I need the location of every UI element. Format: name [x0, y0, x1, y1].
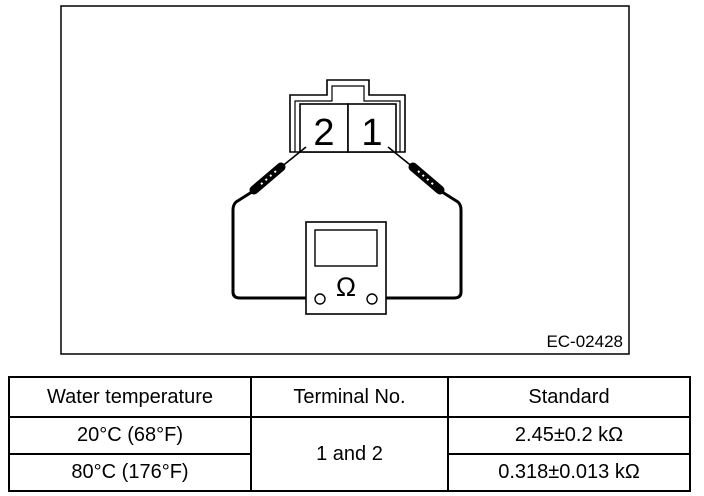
standard-cell: 0.318±0.013 kΩ	[447, 453, 691, 492]
right-probe	[378, 146, 463, 300]
right-test-lead	[378, 188, 463, 300]
left-test-lead	[231, 188, 314, 300]
table-row: 80°C (176°F) 0.318±0.013 kΩ	[8, 453, 691, 492]
ohmmeter	[305, 221, 387, 315]
terminal-1-cavity	[347, 103, 397, 153]
resistance-spec-table: Water temperature Terminal No. Standard …	[8, 376, 691, 492]
wiring-diagram: 2 1 Ω EC-02428	[60, 5, 630, 355]
temperature-cell: 80°C (176°F)	[8, 453, 252, 492]
connector-inner-outline	[294, 85, 401, 152]
left-probe	[231, 146, 314, 300]
connector	[289, 79, 406, 153]
meter-jack-left	[314, 293, 326, 305]
standard-cell: 2.45±0.2 kΩ	[447, 416, 691, 455]
table-row: 20°C (68°F) 1 and 2 2.45±0.2 kΩ	[8, 416, 691, 492]
header-standard: Standard	[447, 376, 691, 418]
terminal-2-label: 2	[313, 112, 334, 154]
terminal-2-cavity	[299, 103, 349, 153]
ohm-symbol: Ω	[336, 272, 356, 302]
temperature-cell: 20°C (68°F)	[8, 416, 252, 455]
table-header-row: Water temperature Terminal No. Standard	[8, 376, 691, 418]
terminal-1-label: 1	[361, 112, 382, 154]
meter-jack-right	[366, 293, 378, 305]
meter-display	[314, 229, 378, 267]
figure-code: EC-02428	[546, 332, 623, 351]
header-water-temperature: Water temperature	[8, 376, 252, 418]
connector-resistance-figure: 2 1 Ω EC-02428	[60, 5, 630, 355]
terminal-cell: 1 and 2	[250, 416, 449, 492]
header-terminal-no: Terminal No.	[250, 376, 449, 418]
